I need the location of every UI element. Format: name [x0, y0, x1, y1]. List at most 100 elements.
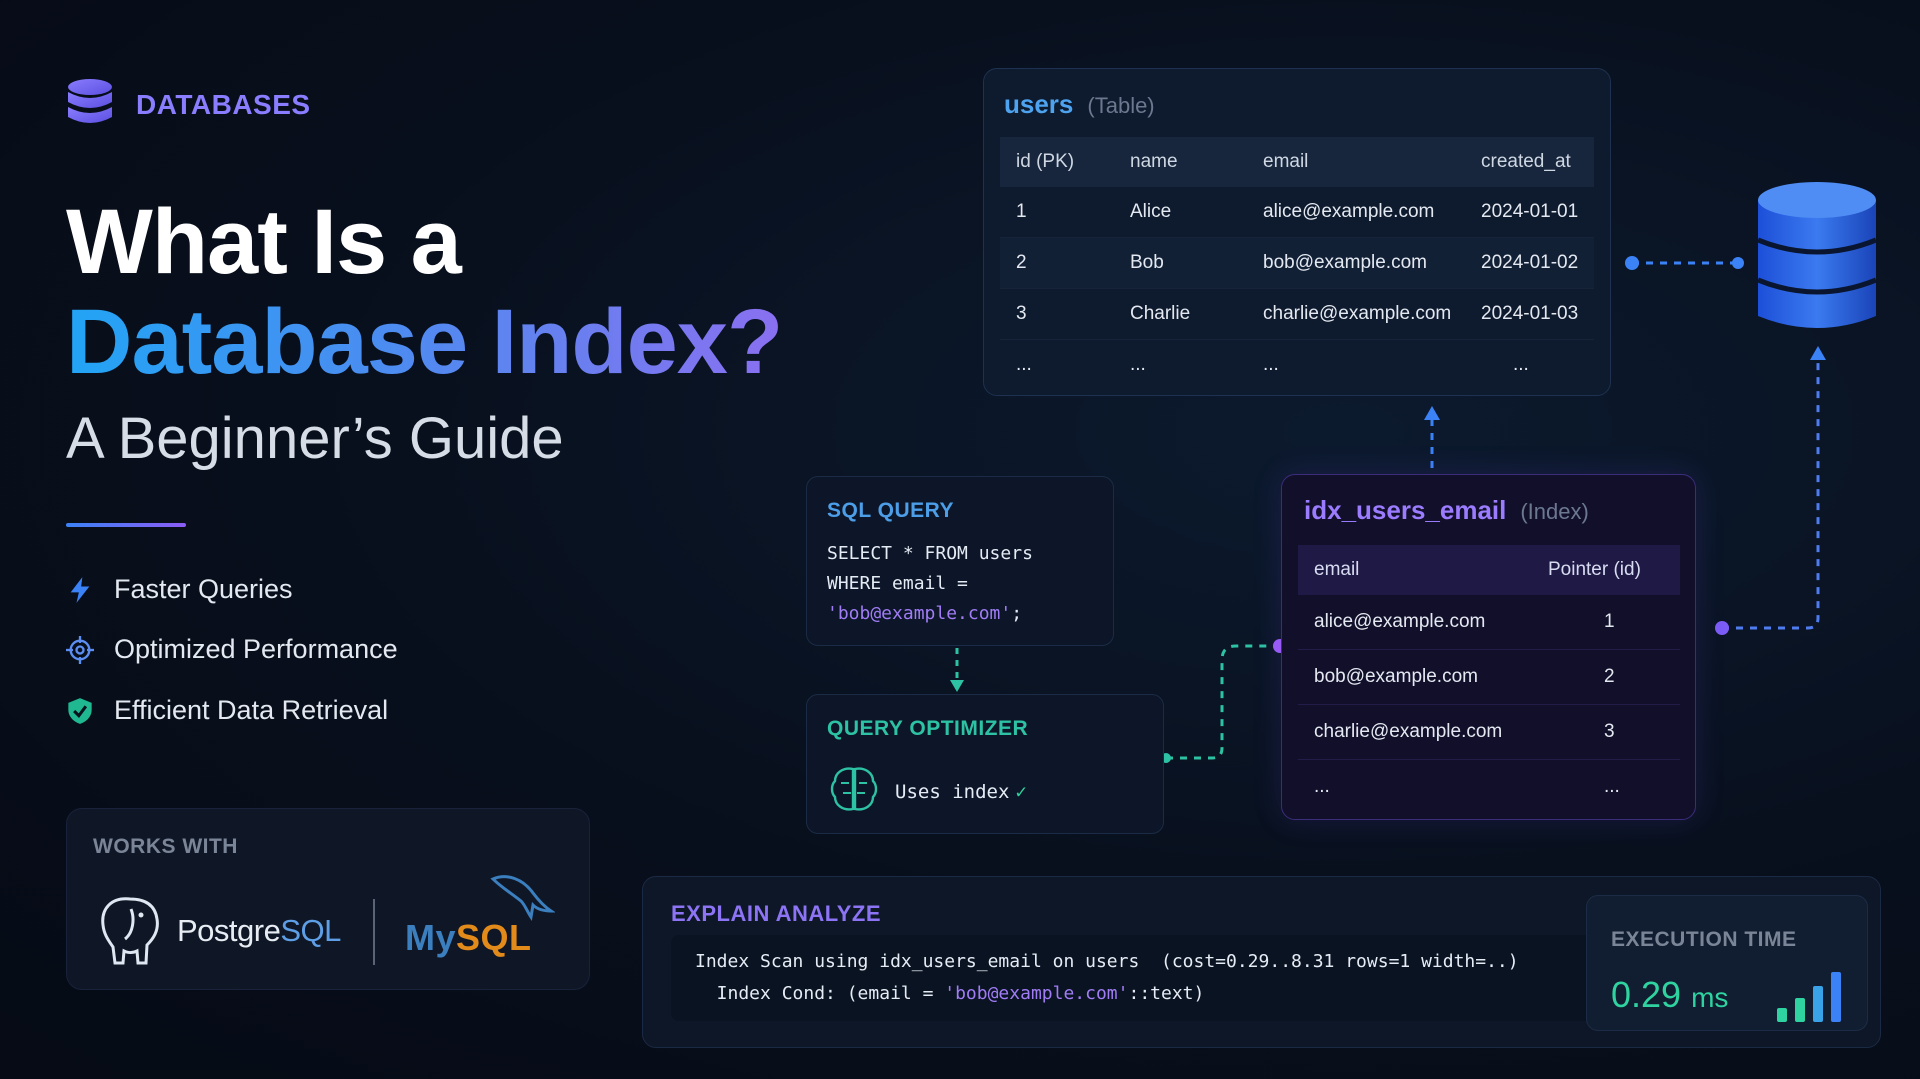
brand-label: DATABASES — [136, 89, 311, 120]
sql-terminator: ; — [1011, 603, 1023, 624]
explain-line-2-pre: Index Cond: (email = — [695, 983, 945, 1004]
postgres-pre: Postgre — [177, 913, 281, 948]
table-row: charlie@example.com 3 — [1298, 704, 1680, 760]
feature-optimized-performance: Optimized Performance — [66, 634, 398, 665]
feature-label: Optimized Performance — [114, 634, 398, 664]
feature-label: Faster Queries — [114, 574, 293, 604]
explain-line-2: Index Cond: (email = 'bob@example.com'::… — [695, 983, 1205, 1004]
index-table: email Pointer (id) alice@example.com 1 b… — [1298, 545, 1680, 814]
explain-title: EXPLAIN ANALYZE — [671, 901, 882, 926]
sql-line-3: 'bob@example.com'; — [827, 599, 1033, 629]
table-cell: 2024-01-02 — [1465, 237, 1594, 289]
column-header: email — [1298, 545, 1548, 595]
execution-time-label: EXECUTION TIME — [1611, 928, 1797, 951]
subtitle: A Beginner’s Guide — [66, 406, 564, 471]
table-cell: 3 — [1548, 704, 1680, 760]
explain-line-1: Index Scan using idx_users_email on user… — [695, 951, 1519, 972]
shield-check-icon — [68, 697, 92, 724]
table-cell: alice@example.com — [1247, 187, 1465, 238]
table-row: ... ... — [1298, 760, 1680, 815]
works-with-panel: WORKS WITH PostgreSQL MySQL — [66, 808, 590, 990]
table-cell: Charlie — [1114, 288, 1247, 340]
table-row: 2 Bob bob@example.com 2024-01-02 — [1000, 237, 1594, 289]
table-row: 3 Charlie charlie@example.com 2024-01-03 — [1000, 288, 1594, 340]
logo-divider — [373, 899, 375, 965]
sql-query-title: SQL QUERY — [827, 499, 955, 522]
title-divider — [66, 523, 186, 527]
mysql-pre: My — [405, 917, 457, 958]
sql-line-2: WHERE email = — [827, 573, 968, 594]
column-header: id (PK) — [1000, 137, 1114, 187]
table-cell: charlie@example.com — [1247, 288, 1465, 340]
column-header: created_at — [1465, 137, 1594, 187]
table-cell: 2 — [1548, 649, 1680, 705]
database-icon — [68, 79, 112, 123]
postgresql-logo: PostgreSQL — [177, 913, 341, 949]
sql-string: 'bob@example.com' — [827, 603, 1012, 624]
table-header-row: id (PK) name email created_at — [1000, 137, 1594, 187]
explain-line-2-post: ::text) — [1128, 983, 1205, 1004]
elephant-icon — [101, 897, 159, 965]
table-cell: 2024-01-01 — [1465, 187, 1594, 238]
table-cell: alice@example.com — [1298, 595, 1548, 650]
title-line-1: What Is a — [66, 191, 462, 293]
mysql-logo: MySQL — [405, 917, 532, 959]
connector-index-to-db — [1722, 360, 1820, 630]
table-cell: bob@example.com — [1298, 649, 1548, 705]
users-table-name: users — [1004, 89, 1074, 119]
table-cell: bob@example.com — [1247, 237, 1465, 289]
table-cell: Alice — [1114, 187, 1247, 238]
users-table-heading: users (Table) — [1004, 89, 1155, 120]
index-table-kind: (Index) — [1520, 499, 1589, 524]
index-table-heading: idx_users_email (Index) — [1304, 495, 1589, 526]
table-cell: 1 — [1548, 595, 1680, 650]
table-row: ... ... ... ... — [1000, 340, 1594, 391]
column-header: Pointer (id) — [1548, 545, 1680, 595]
users-table-kind: (Table) — [1087, 93, 1155, 118]
execution-value-number: 0.29 — [1611, 974, 1682, 1015]
table-row: bob@example.com 2 — [1298, 649, 1680, 705]
explain-string: 'bob@example.com' — [944, 983, 1129, 1004]
table-cell: 3 — [1000, 288, 1114, 340]
postgres-post: SQL — [280, 913, 341, 948]
execution-time-card: EXECUTION TIME 0.29 ms — [1586, 895, 1868, 1031]
index-table-name: idx_users_email — [1304, 495, 1507, 525]
column-header: name — [1114, 137, 1247, 187]
table-cell: 1 — [1000, 187, 1114, 238]
explain-output: Index Scan using idx_users_email on user… — [671, 935, 1591, 1021]
execution-time-value: 0.29 ms — [1611, 974, 1728, 1016]
checkmark-icon: ✓ — [1015, 781, 1027, 803]
table-cell: ... — [1130, 354, 1146, 375]
table-cell: ... — [1314, 776, 1330, 797]
bar-chart-icon — [1777, 972, 1841, 1022]
table-row: alice@example.com 1 — [1298, 595, 1680, 650]
table-cell: 2024-01-03 — [1465, 288, 1594, 340]
works-with-label: WORKS WITH — [93, 835, 238, 858]
sql-line-1: SELECT * FROM users — [827, 543, 1033, 564]
optimizer-status-text: Uses index — [895, 781, 1010, 803]
query-optimizer-card: QUERY OPTIMIZER Uses index✓ — [806, 694, 1164, 834]
table-cell: Bob — [1114, 237, 1247, 289]
table-header-row: email Pointer (id) — [1298, 545, 1680, 595]
feature-efficient-retrieval: Efficient Data Retrieval — [66, 695, 388, 726]
connector-optimizer-to-index — [1166, 644, 1280, 760]
index-table-card: idx_users_email (Index) email Pointer (id… — [1281, 474, 1696, 820]
users-table-card: users (Table) id (PK) name email created_… — [983, 68, 1611, 396]
mysql-post: SQL — [456, 917, 532, 958]
database-cylinder-icon — [1757, 182, 1877, 328]
users-table: id (PK) name email created_at 1 Alice al… — [1000, 137, 1594, 390]
title-line-2: Database Index? — [66, 291, 783, 393]
explain-analyze-card: EXPLAIN ANALYZE Index Scan using idx_use… — [642, 876, 1881, 1048]
table-cell: ... — [1604, 776, 1620, 797]
table-row: 1 Alice alice@example.com 2024-01-01 — [1000, 187, 1594, 238]
feature-label: Efficient Data Retrieval — [114, 695, 389, 725]
feature-faster-queries: Faster Queries — [66, 574, 293, 605]
optimizer-title: QUERY OPTIMIZER — [827, 717, 1029, 740]
optimizer-status: Uses index✓ — [895, 781, 1027, 803]
table-cell: ... — [1016, 354, 1032, 375]
table-cell: ... — [1513, 354, 1529, 375]
table-cell: charlie@example.com — [1298, 704, 1548, 760]
lightning-icon — [70, 576, 90, 603]
